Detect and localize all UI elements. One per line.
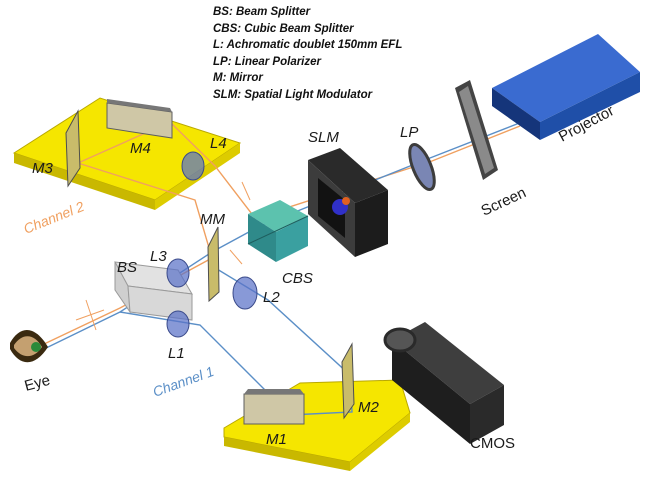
- legend-item-slm: SLM: Spatial Light Modulator: [213, 88, 373, 101]
- cbs-label: CBS: [282, 270, 313, 287]
- l1-label: L1: [168, 345, 185, 362]
- lens-l2: [232, 276, 258, 310]
- legend-item-bs: BS: Beam Splitter: [213, 6, 311, 18]
- l4-label: L4: [210, 135, 227, 152]
- eye-icon: [10, 329, 48, 363]
- channel1-beam-path: [41, 121, 523, 416]
- l3-label: L3: [150, 248, 167, 265]
- spatial-light-modulator: [308, 148, 388, 257]
- lp-label: LP: [400, 124, 418, 141]
- m4-label: M4: [130, 140, 151, 157]
- eye-label: Eye: [23, 372, 52, 395]
- linear-polarizer: [408, 142, 436, 192]
- projector: [492, 34, 640, 140]
- screen-label: Screen: [479, 184, 529, 219]
- projection-screen: [455, 80, 498, 180]
- lens-l1: [166, 310, 190, 338]
- lens-l4: [181, 151, 205, 181]
- cubic-beam-splitter: [247, 200, 309, 262]
- mirror-mm: [207, 226, 220, 303]
- lens-l3: [166, 258, 190, 288]
- m2-label: M2: [358, 399, 379, 416]
- mirror-m1: [243, 393, 305, 425]
- lenses: [166, 151, 258, 338]
- l2-label: L2: [263, 289, 280, 306]
- mm-label: MM: [200, 211, 225, 228]
- m1-label: M1: [266, 431, 287, 448]
- channel2-label: Channel 2: [21, 198, 86, 237]
- legend-item-cbs: CBS: Cubic Beam Splitter: [213, 22, 354, 35]
- legend-item-lp: LP: Linear Polarizer: [213, 55, 322, 68]
- mirror-m4: [106, 102, 173, 139]
- channel1-label: Channel 1: [151, 363, 216, 400]
- slm-label: SLM: [308, 129, 339, 146]
- cmos-label: CMOS: [470, 435, 515, 452]
- bs-label: BS: [117, 259, 137, 276]
- cmos-camera: [383, 322, 504, 444]
- abbreviation-legend: BS: Beam Splitter CBS: Cubic Beam Splitt…: [213, 4, 402, 103]
- mirror-m2: [341, 342, 355, 420]
- legend-item-m: M: Mirror: [213, 72, 263, 84]
- mirror-m3: [65, 109, 81, 188]
- beam-arrows: [75, 181, 251, 331]
- legend-item-l: L: Achromatic doublet 150mm EFL: [213, 39, 403, 51]
- m3-label: M3: [32, 160, 53, 177]
